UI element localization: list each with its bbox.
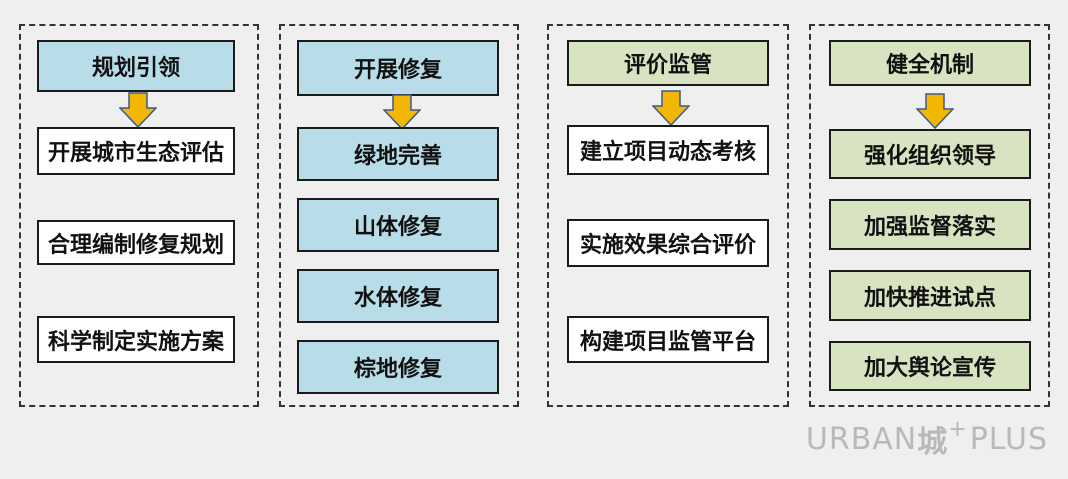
group-mechanism (809, 24, 1050, 407)
restoration-item-4: 棕地修复 (297, 340, 499, 394)
down-arrow-icon (652, 90, 690, 126)
evaluation-item-3: 构建项目监管平台 (567, 316, 769, 363)
evaluation-item-2: 实施效果综合评价 (567, 219, 769, 267)
group-restoration (279, 24, 519, 407)
logo-text-cjk: 城 (917, 425, 949, 460)
planning-item-1: 开展城市生态评估 (37, 127, 235, 175)
logo-plus: + (948, 416, 968, 442)
mechanism-item-2: 加强监督落实 (829, 199, 1031, 250)
restoration-item-3: 水体修复 (297, 269, 499, 323)
mechanism-item-4: 加大舆论宣传 (829, 341, 1031, 391)
urban-plus-logo: URBAN 城 + PLUS (806, 417, 1048, 461)
planning-item-3: 科学制定实施方案 (37, 316, 235, 363)
down-arrow-icon (119, 92, 157, 128)
mechanism-item-1: 强化组织领导 (829, 129, 1031, 179)
down-arrow-icon (383, 94, 421, 130)
logo-text-right: PLUS (969, 421, 1048, 457)
restoration-head-box: 开展修复 (297, 40, 499, 96)
group-planning (19, 24, 259, 407)
logo-text-left: URBAN (805, 421, 918, 457)
group-evaluation (547, 24, 789, 407)
down-arrow-icon (916, 93, 954, 129)
planning-head-box: 规划引领 (37, 40, 235, 92)
restoration-item-1: 绿地完善 (297, 127, 499, 181)
restoration-item-2: 山体修复 (297, 198, 499, 252)
evaluation-head-box: 评价监管 (567, 40, 769, 86)
planning-item-2: 合理编制修复规划 (37, 220, 235, 265)
evaluation-item-1: 建立项目动态考核 (567, 125, 769, 175)
mechanism-head-box: 健全机制 (829, 40, 1031, 86)
mechanism-item-3: 加快推进试点 (829, 270, 1031, 321)
